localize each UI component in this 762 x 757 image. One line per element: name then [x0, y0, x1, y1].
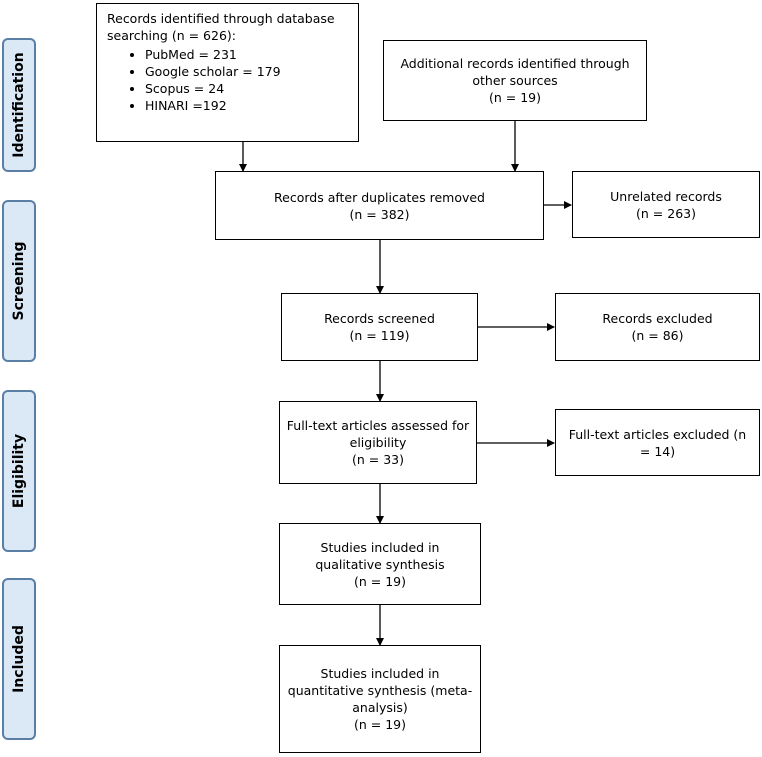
additional-count: (n = 19) [488, 90, 541, 105]
duplicates-line1: Records after duplicates removed [274, 189, 485, 205]
box-quantitative-synthesis: Studies included in quantitative synthes… [279, 645, 481, 753]
duplicates-count: (n = 382) [349, 206, 410, 222]
qualitative-line1: Studies included in [320, 539, 440, 555]
box-records-excluded: Records excluded (n = 86) [555, 293, 760, 361]
phase-screening: Screening [2, 200, 36, 362]
source-item: Scopus = 24 [145, 80, 348, 97]
database-line2: searching (n = 626): [107, 28, 236, 43]
phase-eligibility-label: Eligibility [11, 433, 27, 509]
source-item: PubMed = 231 [145, 46, 348, 63]
database-sources-list: PubMed = 231 Google scholar = 179 Scopus… [107, 46, 348, 114]
additional-line1: Additional records identified through [400, 56, 630, 71]
fulltext-assessed-line2: eligibility [349, 435, 407, 450]
phase-eligibility: Eligibility [2, 390, 36, 552]
source-item: HINARI =192 [145, 97, 348, 114]
fulltext-excluded-line2: = 14) [639, 443, 676, 459]
database-line1: Records identified through database [107, 11, 335, 26]
phase-identification-label: Identification [11, 52, 27, 158]
quantitative-count: (n = 19) [353, 717, 406, 732]
excluded-count: (n = 86) [631, 328, 684, 343]
qualitative-count: (n = 19) [353, 573, 406, 589]
box-unrelated-records: Unrelated records (n = 263) [572, 171, 760, 238]
additional-line2: other sources [472, 73, 558, 88]
quantitative-line3: analysis) [352, 700, 408, 715]
box-records-screened: Records screened (n = 119) [281, 293, 478, 361]
box-qualitative-synthesis: Studies included in qualitative synthesi… [279, 523, 481, 605]
screened-count: (n = 119) [349, 328, 410, 343]
fulltext-assessed-line1: Full-text articles assessed for [286, 418, 470, 433]
box-additional-records: Additional records identified through ot… [383, 40, 647, 121]
box-duplicates-removed: Records after duplicates removed (n = 38… [215, 171, 544, 240]
screened-line1: Records screened [324, 311, 435, 326]
excluded-line1: Records excluded [602, 311, 713, 326]
box-fulltext-excluded: Full-text articles excluded (n = 14) [555, 409, 760, 476]
unrelated-line1: Unrelated records [610, 188, 722, 204]
fulltext-excluded-line1: Full-text articles excluded (n [568, 426, 747, 442]
phase-included: Included [2, 578, 36, 740]
fulltext-assessed-count: (n = 33) [351, 452, 404, 467]
quantitative-line1: Studies included in [320, 666, 440, 681]
source-item: Google scholar = 179 [145, 63, 348, 80]
phase-identification: Identification [2, 38, 36, 172]
unrelated-count: (n = 263) [636, 205, 696, 221]
box-fulltext-assessed: Full-text articles assessed for eligibil… [279, 401, 477, 484]
box-database-records: Records identified through database sear… [96, 3, 359, 142]
quantitative-line2: quantitative synthesis (meta- [287, 683, 473, 698]
phase-included-label: Included [11, 625, 27, 693]
phase-screening-label: Screening [11, 241, 27, 321]
qualitative-line2: qualitative synthesis [315, 556, 445, 572]
